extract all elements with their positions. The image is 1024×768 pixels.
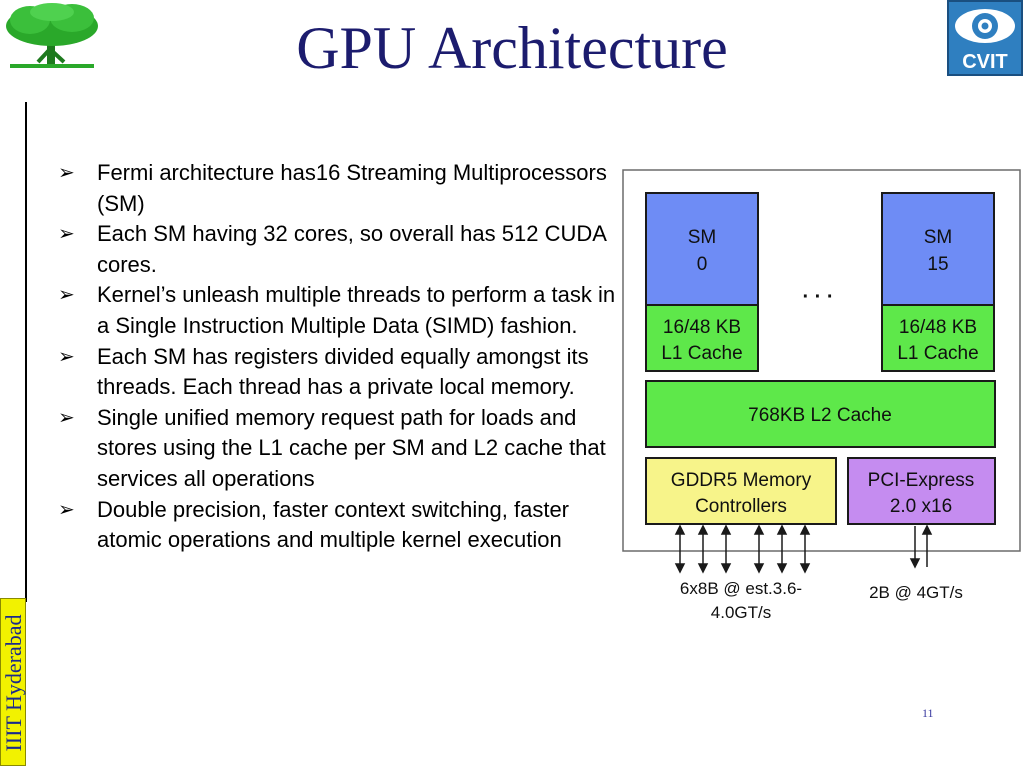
memory-controllers-line2: Controllers: [695, 496, 787, 517]
bullet-item: ➢ Single unified memory request path for …: [58, 403, 623, 495]
arrow-bullet-icon: ➢: [58, 223, 75, 246]
arrow-bullet-icon: ➢: [58, 345, 75, 368]
l1-cache-0-box: [645, 304, 759, 372]
sm-0-label: SM: [688, 227, 717, 248]
sm-0-number: 0: [697, 254, 708, 275]
fermi-architecture-diagram: SM 0 16/48 KB L1 Cache · · · SM 15 16/48…: [622, 169, 1021, 622]
l1-cache-15-box: [881, 304, 995, 372]
page-number: 11: [922, 706, 934, 720]
bullet-item: ➢ Fermi architecture has16 Streaming Mult…: [58, 158, 623, 219]
bullet-list: ➢ Fermi architecture has16 Streaming Mult…: [58, 158, 623, 556]
slide-title: GPU Architecture: [296, 15, 728, 81]
memory-controllers-line1: GDDR5 Memory: [671, 470, 812, 491]
bullet-item: ➢ Kernel’s unleash multiple threads to pe…: [58, 280, 623, 341]
sm-15-box: [881, 192, 995, 306]
bullet-text: Fermi architecture has16 Streaming Multi…: [97, 160, 607, 216]
bullet-text: Kernel’s unleash multiple threads to per…: [97, 282, 616, 338]
pci-bandwidth: 2B @ 4GT/s: [869, 583, 963, 602]
l1-cache-15-size: 16/48 KB: [899, 317, 977, 338]
sm-ellipsis: · · ·: [802, 286, 833, 308]
bullet-text: Single unified memory request path for l…: [97, 404, 606, 491]
sm-15-number: 15: [927, 254, 948, 275]
l1-cache-0-label: L1 Cache: [661, 343, 742, 364]
pci-bus-arrows: [909, 524, 933, 569]
pci-express-line1: PCI-Express: [868, 470, 975, 491]
arrow-bullet-icon: ➢: [58, 284, 75, 307]
bullet-item: ➢ Double precision, faster context switch…: [58, 495, 623, 556]
bullet-text: Double precision, faster context switchi…: [97, 496, 570, 553]
l1-cache-0-size: 16/48 KB: [663, 317, 741, 338]
arrow-bullet-icon: ➢: [58, 406, 75, 429]
institute-label-box: IIIT Hyderabad: [0, 598, 26, 766]
l2-cache-box: [645, 380, 996, 448]
bullet-item: ➢ Each SM has registers divided equally a…: [58, 342, 623, 403]
arrow-bullet-icon: ➢: [58, 162, 75, 184]
bullet-text: Each SM has registers divided equally am…: [97, 343, 589, 400]
sm-0-box: [645, 192, 759, 306]
sm-15-label: SM: [924, 227, 953, 248]
memory-bus-arrows: [674, 524, 811, 574]
l1-cache-15-label: L1 Cache: [897, 343, 978, 364]
institute-label: IIIT Hyderabad: [1, 614, 26, 752]
tree-logo: [6, 3, 98, 68]
pci-express-box: [847, 457, 996, 525]
memory-bandwidth-line2: 4.0GT/s: [711, 603, 771, 622]
vertical-divider: [25, 102, 27, 602]
arrow-bullet-icon: ➢: [58, 498, 75, 521]
memory-bandwidth-line1: 6x8B @ est.3.6-: [680, 579, 802, 598]
bullet-text: Each SM having 32 cores, so overall has …: [97, 221, 606, 277]
pci-express-line2: 2.0 x16: [890, 496, 952, 517]
memory-controllers-box: [645, 457, 837, 525]
l2-cache-label: 768KB L2 Cache: [748, 405, 892, 426]
bullet-item: ➢ Each SM having 32 cores, so overall has…: [58, 219, 623, 280]
svg-text:CVIT: CVIT: [962, 51, 1008, 73]
cvit-logo: CVIT: [947, 0, 1023, 76]
